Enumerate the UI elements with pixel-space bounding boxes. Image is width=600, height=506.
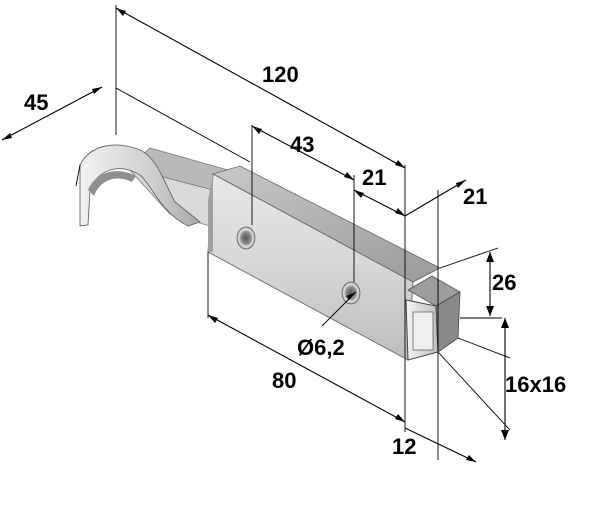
screw-hole-lower [341, 281, 361, 305]
dim-line-45 [1, 86, 103, 141]
label-hole-spacing: 43 [290, 132, 314, 157]
dimension-lines [1, 7, 506, 463]
dim-line-43 [251, 125, 355, 181]
arrowheads [2, 8, 509, 462]
label-bolt-section: 16x16 [505, 372, 566, 397]
extension-lines [75, 5, 511, 460]
label-hook-width: 45 [24, 90, 48, 115]
bolt-face [412, 311, 434, 351]
label-hole-offset: 21 [362, 165, 386, 190]
latch-part [79, 144, 461, 361]
label-hole-diameter: Ø6,2 [297, 335, 345, 360]
label-bolt-offset: 12 [392, 434, 416, 459]
hook-inner [88, 171, 136, 196]
dim-line-120 [115, 7, 406, 169]
body-edge [208, 174, 213, 252]
dim-line-80 [207, 314, 406, 423]
hook [79, 144, 201, 227]
label-body-length: 80 [272, 368, 296, 393]
label-end-height: 26 [492, 270, 516, 295]
dim-line-21b [404, 179, 467, 217]
screw-hole-upper [236, 226, 256, 250]
label-overall-length: 120 [262, 62, 299, 87]
label-end-width: 21 [463, 184, 487, 209]
dim-line-12 [404, 427, 477, 463]
dimension-labels: 120 45 43 21 21 26 Ø6,2 80 12 16x16 [24, 62, 566, 459]
